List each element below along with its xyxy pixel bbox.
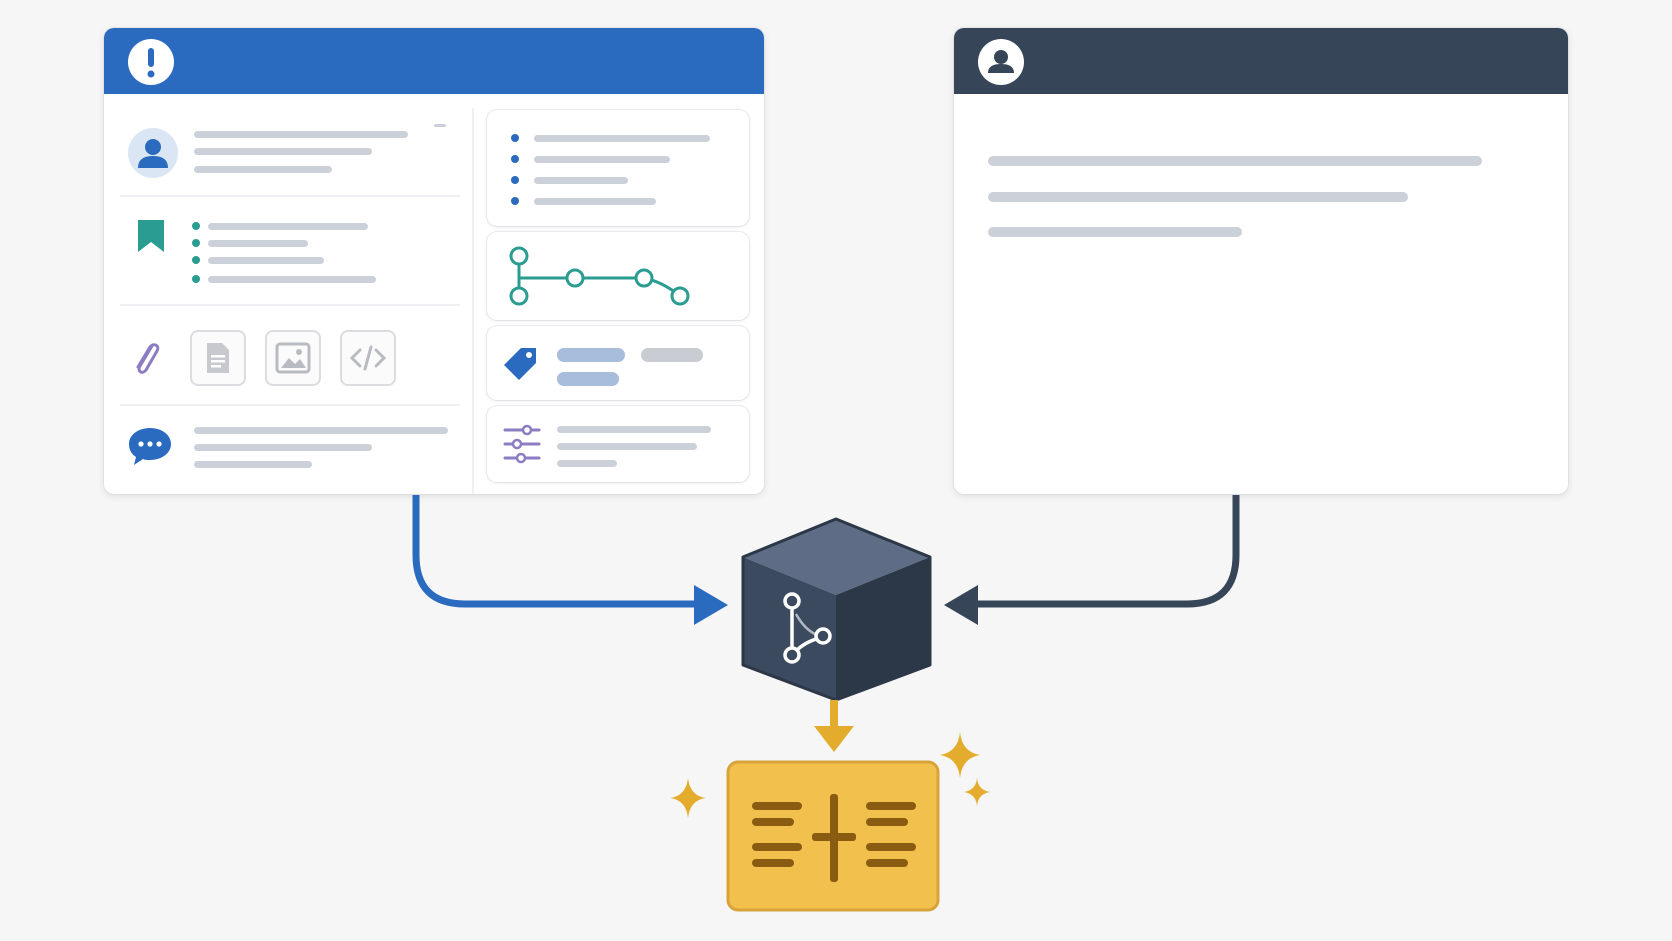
tag-icon bbox=[503, 346, 539, 382]
text-placeholder bbox=[534, 177, 628, 184]
text-placeholder bbox=[557, 443, 697, 450]
settings-tile[interactable] bbox=[487, 406, 749, 482]
list-bullet bbox=[192, 256, 200, 264]
user-card-header bbox=[954, 28, 1568, 94]
user-arrowhead bbox=[944, 585, 978, 625]
output-arrowhead bbox=[814, 726, 854, 752]
list-bullet bbox=[511, 155, 519, 163]
sparkle-icon bbox=[964, 778, 990, 806]
document-icon bbox=[207, 343, 229, 373]
image-icon bbox=[275, 342, 311, 374]
text-placeholder bbox=[988, 192, 1408, 202]
sliders-icon bbox=[503, 424, 541, 464]
text-placeholder bbox=[557, 460, 617, 467]
timeline-tile[interactable] bbox=[487, 232, 749, 320]
paperclip-icon bbox=[130, 336, 164, 380]
section-divider bbox=[120, 404, 460, 406]
text-placeholder bbox=[208, 257, 324, 264]
text-placeholder bbox=[208, 240, 308, 247]
text-placeholder bbox=[194, 461, 312, 468]
list-bullet bbox=[511, 176, 519, 184]
text-placeholder bbox=[988, 227, 1242, 237]
text-placeholder bbox=[208, 223, 368, 230]
text-placeholder bbox=[534, 135, 710, 142]
speech-bubble-icon bbox=[126, 424, 174, 468]
text-placeholder bbox=[534, 156, 670, 163]
sparkle-icon bbox=[940, 732, 980, 778]
issue-connector-arrow bbox=[412, 495, 700, 608]
text-placeholder bbox=[557, 426, 711, 433]
sparkle-icon bbox=[670, 778, 706, 818]
list-bullet bbox=[192, 222, 200, 230]
branch-timeline-icon bbox=[509, 246, 690, 306]
list-bullet bbox=[192, 275, 200, 283]
label-chip bbox=[557, 372, 619, 386]
bookmark-icon bbox=[136, 218, 166, 254]
section-divider bbox=[120, 195, 460, 197]
exclamation-circle-icon bbox=[128, 39, 174, 85]
column-divider bbox=[472, 108, 474, 494]
document-attachment[interactable] bbox=[190, 330, 246, 386]
code-icon bbox=[349, 345, 387, 371]
text-placeholder bbox=[434, 124, 446, 127]
issue-card bbox=[104, 28, 764, 494]
split-document-icon bbox=[752, 794, 916, 882]
text-placeholder bbox=[194, 166, 332, 173]
text-placeholder bbox=[208, 276, 376, 283]
issue-arrowhead bbox=[694, 585, 728, 625]
text-placeholder bbox=[194, 148, 372, 155]
user-avatar-icon bbox=[128, 128, 178, 178]
label-chip bbox=[557, 348, 625, 362]
list-bullet bbox=[192, 239, 200, 247]
text-placeholder bbox=[194, 444, 372, 451]
labels-tile[interactable] bbox=[487, 326, 749, 400]
merge-cube bbox=[741, 517, 932, 702]
text-placeholder bbox=[194, 131, 408, 138]
bullet-list-icon bbox=[511, 134, 519, 142]
text-placeholder bbox=[988, 156, 1482, 166]
text-placeholder bbox=[194, 427, 448, 434]
code-attachment[interactable] bbox=[340, 330, 396, 386]
user-connector-arrow bbox=[970, 495, 1240, 608]
section-divider bbox=[120, 304, 460, 306]
checklist-tile[interactable] bbox=[487, 110, 749, 226]
text-placeholder bbox=[534, 198, 656, 205]
git-merge-icon bbox=[783, 592, 832, 664]
output-card bbox=[726, 760, 940, 912]
list-bullet bbox=[511, 197, 519, 205]
label-chip bbox=[641, 348, 703, 362]
user-card bbox=[954, 28, 1568, 494]
issue-card-header bbox=[104, 28, 764, 94]
image-attachment[interactable] bbox=[265, 330, 321, 386]
user-circle-icon bbox=[978, 39, 1024, 85]
